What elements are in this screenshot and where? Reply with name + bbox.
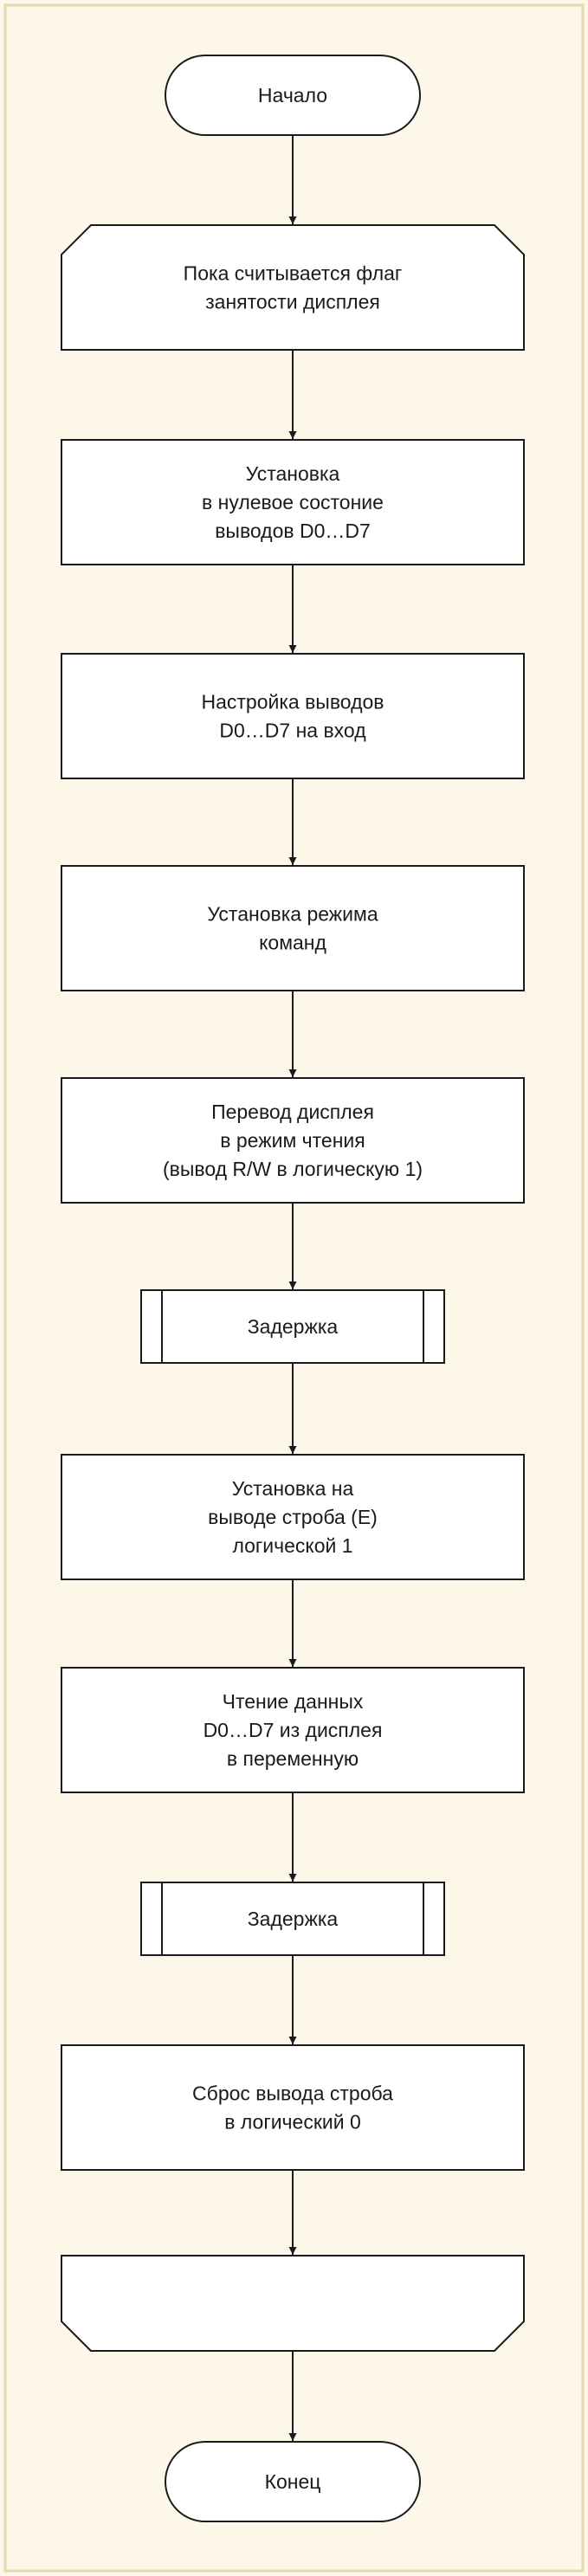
step-label-line: D0…D7 на вход <box>219 720 366 742</box>
step-label-line: Установка на <box>232 1477 354 1500</box>
process-shape <box>61 653 525 779</box>
subroutine-shape <box>140 1289 445 1364</box>
terminator-shape <box>165 55 421 136</box>
flow-step-strobe-low: Сброс вывода строба в логический 0 <box>61 2044 525 2171</box>
flow-step-delay-2: Задержка <box>140 1882 445 1956</box>
step-label-line: команд <box>259 932 326 954</box>
step-label-line: в нулевое состоние <box>202 491 384 513</box>
step-label-line: Перевод дисплея <box>211 1101 374 1123</box>
flow-step-start: Начало <box>165 55 421 136</box>
step-label-line: в режим чтения <box>220 1129 365 1152</box>
terminator-shape <box>165 2441 421 2522</box>
loop-start-shape <box>61 224 525 351</box>
step-label-line: Установка <box>246 462 340 485</box>
loop-end-shape <box>61 2255 525 2352</box>
step-label-line: Настройка выводов <box>201 691 384 713</box>
step-label-line: логической 1 <box>232 1534 352 1557</box>
step-label-line: в логический 0 <box>224 2111 361 2134</box>
flow-step-reset-pins: Установка в нулевое состоние выводов D0…D7 <box>61 439 525 565</box>
step-label-line: Конец <box>265 2470 321 2493</box>
step-label-line: D0…D7 из дисплея <box>204 1719 383 1741</box>
flow-step-delay-1: Задержка <box>140 1289 445 1364</box>
subroutine-shape <box>140 1882 445 1956</box>
flow-step-strobe-high: Установка на выводе строба (E) логической … <box>61 1454 525 1580</box>
process-shape <box>61 439 525 565</box>
step-label-line: выводов D0…D7 <box>215 520 371 542</box>
process-shape <box>61 865 525 991</box>
process-shape <box>61 2044 525 2171</box>
step-label-line: Сброс вывода строба <box>192 2082 393 2105</box>
step-label-line: занятости дисплея <box>205 291 380 313</box>
flow-step-loop-end <box>61 2255 525 2352</box>
step-label-line: Начало <box>258 84 327 107</box>
step-label-line: Задержка <box>248 1315 339 1338</box>
step-label-line: Пока считывается флаг <box>184 262 403 285</box>
flow-step-read-mode: Перевод дисплея в режим чтения (вывод R/W … <box>61 1077 525 1204</box>
step-label-line: Задержка <box>248 1908 339 1930</box>
step-label-line: Установка режима <box>207 903 378 926</box>
flow-step-end: Конец <box>165 2441 421 2522</box>
step-label-line: выводе строба (E) <box>208 1506 378 1528</box>
step-label-line: Чтение данных <box>223 1690 364 1713</box>
flow-step-command-mode: Установка режима команд <box>61 865 525 991</box>
process-shape <box>61 1077 525 1204</box>
step-label-line: (вывод R/W в логическую 1) <box>163 1158 423 1180</box>
process-shape <box>61 1667 525 1793</box>
step-label-line: в переменную <box>227 1747 359 1770</box>
process-shape <box>61 1454 525 1580</box>
flow-step-loop-begin: Пока считывается флаг занятости дисплея <box>61 224 525 351</box>
